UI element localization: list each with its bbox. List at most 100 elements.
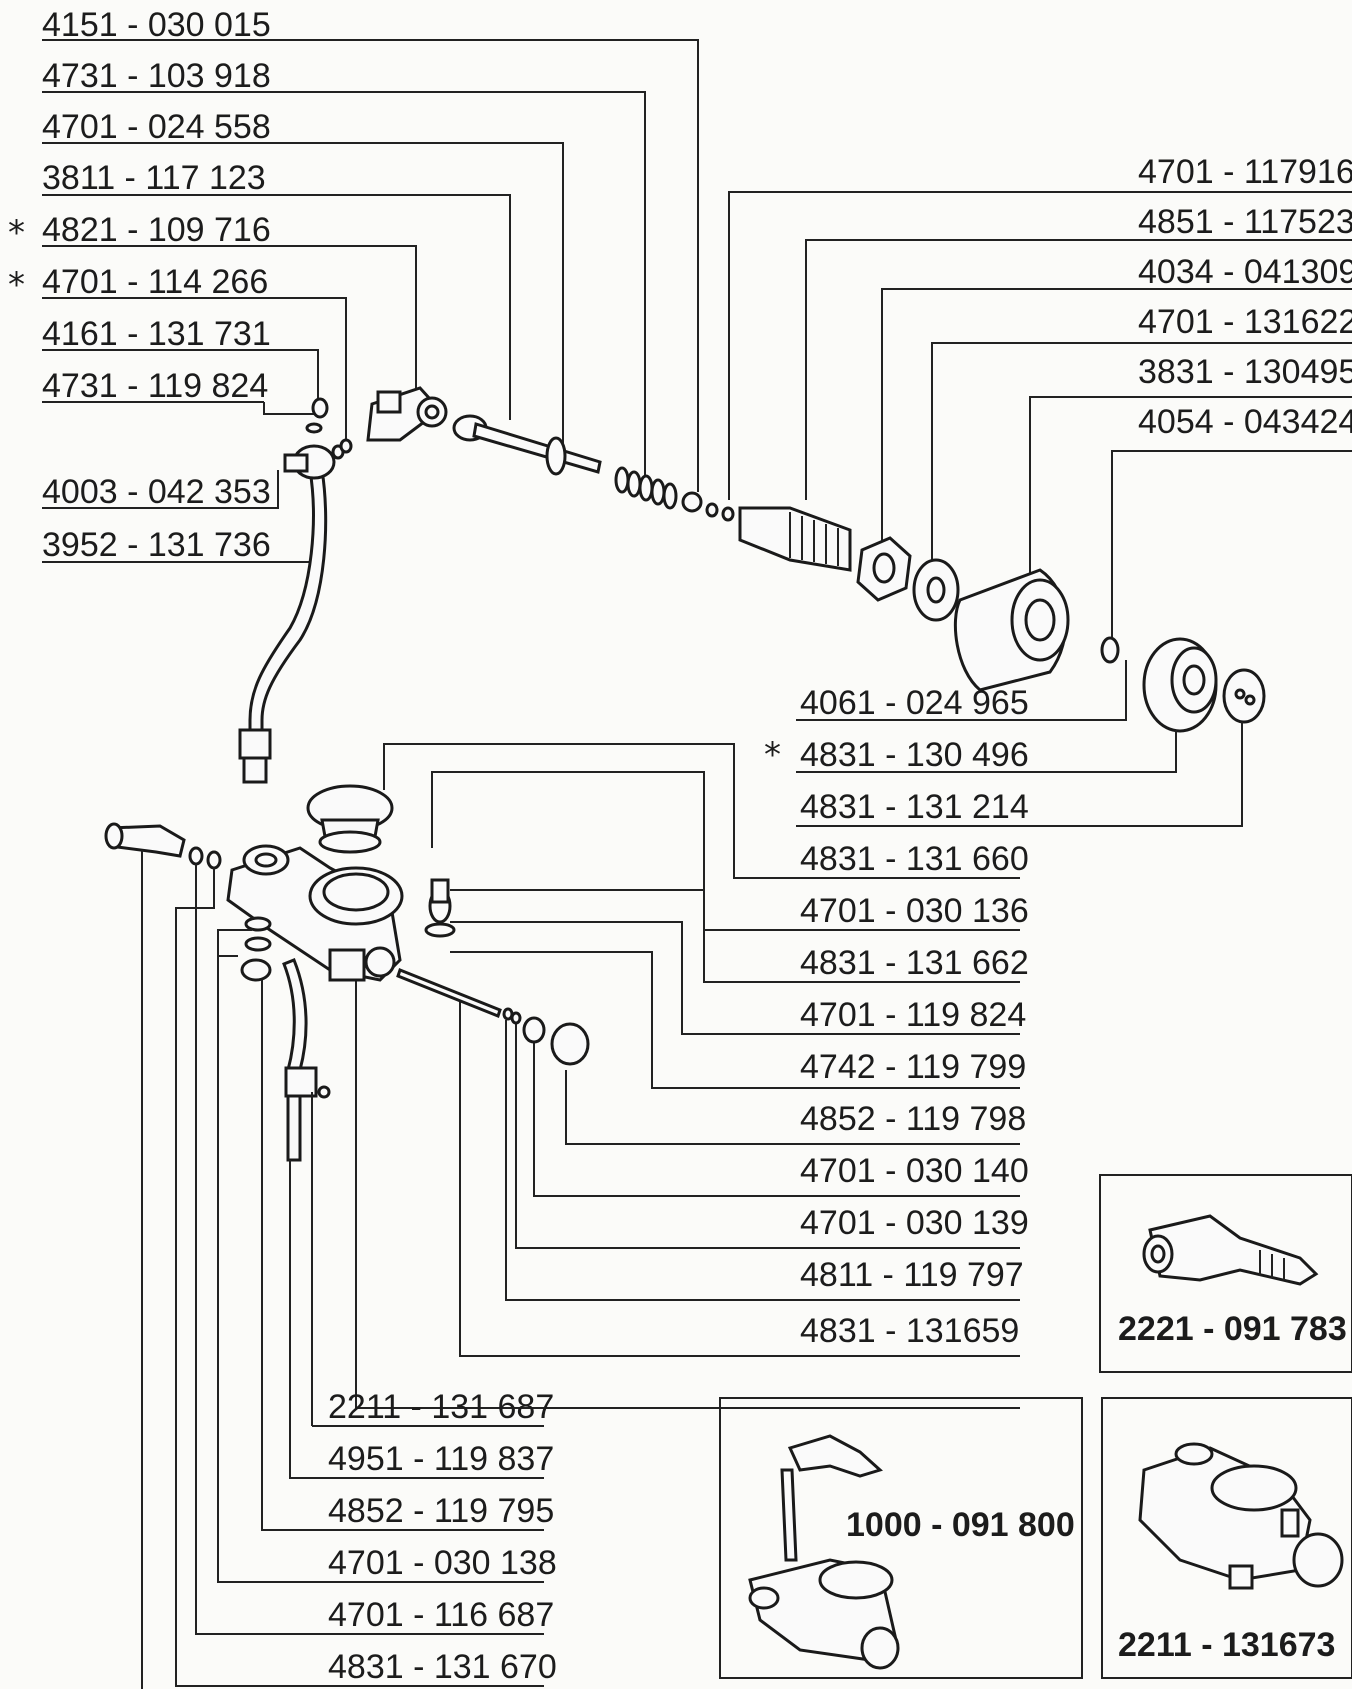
part-label[interactable]: 4831 - 131 214 [796,788,1029,827]
svg-text:4742 - 119 799: 4742 - 119 799 [800,1048,1026,1086]
svg-text:4701 - 116 687: 4701 - 116 687 [328,1596,554,1634]
svg-text:4034 - 041309: 4034 - 041309 [1138,253,1352,291]
part-label[interactable]: 4701 - 030 138 [312,1544,557,1583]
star-washer-hole [926,576,946,604]
assembly-box-water-tap[interactable]: 2211 - 131673 [1101,1397,1352,1679]
svg-text:4831 - 130 496: 4831 - 130 496 [800,736,1029,774]
o-ring [206,850,222,870]
spring [614,466,678,510]
part-label[interactable]: 4701 - 030 136 [796,892,1029,931]
svg-text:4701 - 117916: 4701 - 117916 [1138,153,1352,191]
circlip[interactable] [1100,636,1120,664]
valve-port-inner [424,404,440,420]
washer [305,422,323,434]
part-label[interactable]: 4701 - 030 139 [796,1204,1029,1249]
wear-part-star-icon: * [764,735,781,775]
tap-knob[interactable] [550,1022,590,1066]
steam-pipe[interactable] [248,468,328,772]
plunger-head [430,878,450,904]
part-label[interactable]: 4831 - 131 662 [796,944,1029,983]
pipe-tip [242,756,268,784]
inlet-end [104,822,124,850]
part-label[interactable]: 4003 - 042 353 [42,473,271,511]
valve-cap [376,390,402,414]
part-label[interactable]: 4701 - 119 824 [796,996,1026,1035]
svg-text:4161 - 131 731: 4161 - 131 731 [42,315,271,353]
part-label[interactable]: 4851 - 117523 [1130,203,1352,241]
svg-text:4852 - 119 795: 4852 - 119 795 [328,1492,554,1530]
part-label[interactable]: 4161 - 131 731 [42,315,271,353]
part-label[interactable]: 4742 - 119 799 [796,1048,1026,1089]
o-ring [510,1011,522,1025]
middle-label-column: 4061 - 024 965 * 4831 - 130 496 4831 - 1… [764,684,1029,1357]
svg-text:4701 - 119 824: 4701 - 119 824 [800,996,1026,1034]
svg-text:4951 - 119 837: 4951 - 119 837 [328,1440,554,1478]
part-label[interactable]: * 4821 - 109 716 [8,211,271,253]
assembly-box-valve[interactable]: 2221 - 091 783 [1099,1174,1352,1373]
part-label[interactable]: 4054 - 043424 [1130,403,1352,452]
svg-text:3811 - 117 123: 3811 - 117 123 [42,159,266,197]
o-ring [244,916,272,932]
part-label[interactable]: 4831 - 131 660 [796,840,1029,879]
right-leader-lines [728,191,1130,640]
part-label[interactable]: 3811 - 117 123 [42,159,266,197]
part-label[interactable]: 4701 - 024 558 [42,108,271,146]
part-label[interactable]: 4852 - 119 795 [312,1492,554,1531]
part-label[interactable]: 4061 - 024 965 [796,684,1029,722]
drain-nut [240,958,272,982]
valve-stem[interactable] [472,422,602,474]
part-label[interactable]: 4151 - 030 015 [42,6,271,44]
part-label[interactable]: 4701 - 117916 [1130,153,1352,193]
svg-text:1000 - 091 800: 1000 - 091 800 [846,1506,1075,1544]
svg-text:3831 - 130495: 3831 - 130495 [1138,353,1352,391]
svg-text:4701 - 024 558: 4701 - 024 558 [42,108,271,146]
right-label-column: 4701 - 117916 4851 - 117523 4034 - 04130… [1130,153,1352,452]
part-label[interactable]: 4701 - 030 140 [796,1152,1029,1197]
svg-text:4831 - 131 662: 4831 - 131 662 [800,944,1029,982]
svg-text:4151 - 030 015: 4151 - 030 015 [42,6,271,44]
part-label[interactable]: 4951 - 119 837 [312,1440,554,1479]
part-label[interactable]: 3831 - 130495 [1130,353,1352,398]
assembly-box-steam-wand[interactable]: 1000 - 091 800 [719,1397,1083,1679]
part-label[interactable]: 4831 - 131 670 [312,1648,557,1687]
svg-text:4701 - 114 266: 4701 - 114 266 [42,263,268,301]
left-label-column: 4151 - 030 015 4731 - 103 918 4701 - 024… [8,6,271,564]
tap-cup-inner [322,872,390,912]
part-label[interactable]: 4811 - 119 797 [796,1256,1024,1301]
svg-text:2211 - 131673: 2211 - 131673 [1118,1626,1335,1664]
pipe-nozzle [238,728,272,760]
svg-text:4701 - 030 140: 4701 - 030 140 [800,1152,1029,1190]
svg-text:4851 - 117523: 4851 - 117523 [1138,203,1352,241]
o-ring [721,506,735,522]
o-ring [188,846,204,866]
part-label[interactable]: 4731 - 119 824 [42,367,268,405]
thread [789,512,839,566]
part-label[interactable]: 4852 - 119 798 [796,1100,1026,1145]
svg-text:4701 - 030 136: 4701 - 030 136 [800,892,1029,930]
o-ring [244,936,272,952]
svg-text:4701 - 131622: 4701 - 131622 [1138,303,1352,341]
lid-gasket [318,830,382,854]
tap-inlet-bore [254,852,278,868]
wear-part-star-icon: * [8,265,25,305]
knob-sleeve-bore [1024,598,1056,642]
part-label[interactable]: 4701 - 131622 [1130,303,1352,344]
drain-tube[interactable] [282,958,308,1162]
water-tap-assembly-sketch [1138,1442,1344,1590]
svg-text:4003 - 042 353: 4003 - 042 353 [42,473,271,511]
part-label[interactable]: * 4701 - 114 266 [8,263,268,305]
part-label[interactable]: 2211 - 131 687 [312,1388,554,1427]
valve-needle[interactable] [396,968,502,1018]
part-label[interactable]: 4701 - 116 687 [312,1596,554,1635]
middle-leader-lines [355,660,1243,1409]
steam-wand-assembly-sketch [748,1434,900,1670]
threaded-valve-seat[interactable] [738,506,852,572]
tap-port [364,946,396,978]
part-label[interactable]: 4731 - 103 918 [42,57,271,95]
part-label[interactable]: * 4831 - 130 496 [764,735,1029,775]
part-label[interactable]: 4831 - 131659 [796,1312,1020,1357]
part-label[interactable]: 3952 - 131 736 [42,526,271,564]
svg-text:4831 - 131 660: 4831 - 131 660 [800,840,1029,878]
part-label[interactable]: 4034 - 041309 [1130,253,1352,291]
